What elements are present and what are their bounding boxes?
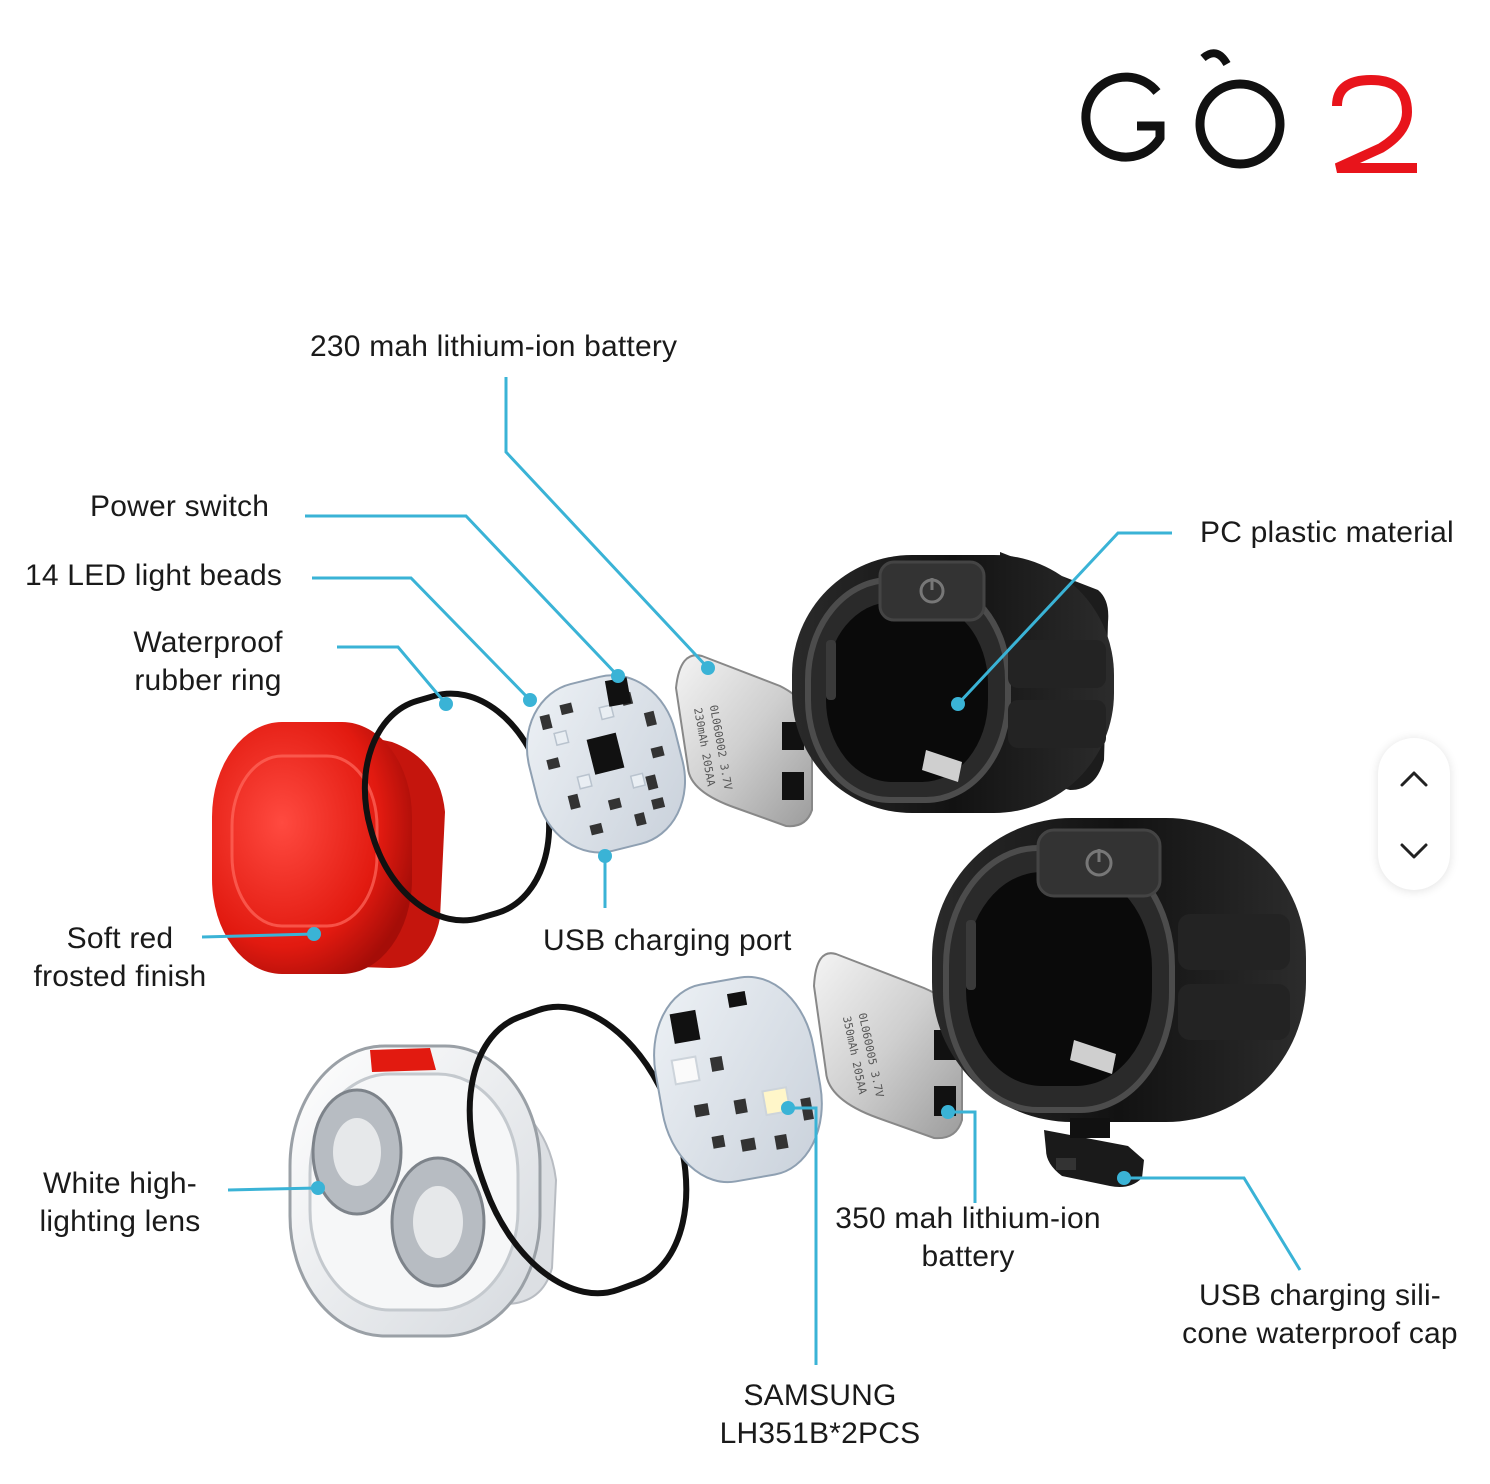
scroll-up-button[interactable] [1378, 744, 1450, 814]
label-power-switch: Power switch [90, 490, 270, 523]
chevron-down-icon [1400, 843, 1428, 859]
label-usb-cap: USB charging sili- cone waterproof cap [1182, 1279, 1458, 1350]
label-soft-red: Soft red frosted finish [33, 922, 207, 993]
chevron-up-icon [1400, 771, 1428, 787]
label-usb-port: USB charging port [543, 924, 792, 957]
go2-logo [1081, 49, 1417, 173]
pcb-lower [653, 975, 823, 1184]
label-pc-plastic: PC plastic material [1200, 516, 1454, 549]
battery-lower: 0L060005 3.7V 350mAh 205AA [812, 952, 963, 1140]
housing-upper [792, 552, 1114, 813]
pcb-upper [525, 674, 687, 854]
label-samsung: SAMSUNG LH351B*2PCS [719, 1379, 921, 1450]
battery-upper: 0L060002 3.7V 230mAh 205AA [674, 654, 813, 828]
label-230-battery: 230 mah lithium-ion battery [310, 330, 678, 363]
power-switch-nub [604, 677, 632, 707]
label-white-lens: White high- lighting lens [39, 1167, 201, 1238]
label-rubber-ring: Waterproof rubber ring [133, 626, 283, 697]
white-lens [288, 1044, 558, 1338]
scroll-widget [1378, 738, 1450, 890]
label-350-battery: 350 mah lithium-ion battery [835, 1202, 1101, 1273]
housing-lower [932, 818, 1306, 1122]
usb-cap [1044, 1118, 1144, 1187]
label-led-beads: 14 LED light beads [25, 559, 283, 592]
scroll-down-button[interactable] [1378, 816, 1450, 886]
